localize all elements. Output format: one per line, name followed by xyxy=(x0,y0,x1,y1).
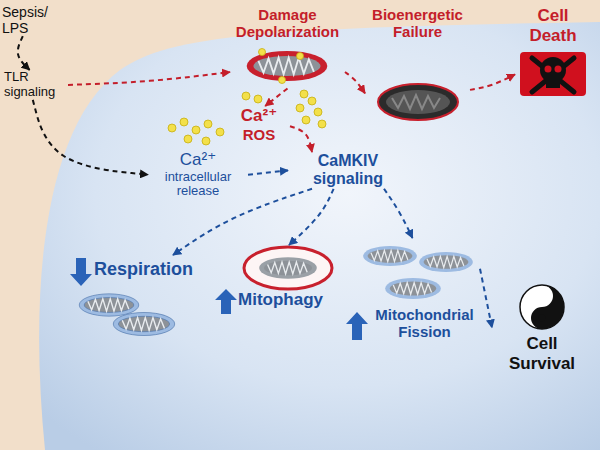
mitochondrion xyxy=(113,312,174,335)
mitochondrion xyxy=(385,278,441,299)
dashed-arrow xyxy=(33,100,148,175)
concept-label: Ca²⁺intracellular release xyxy=(148,150,248,199)
autophagosome xyxy=(244,247,332,289)
dashed-arrow xyxy=(345,72,365,93)
node-text: Bioenergetic Failure xyxy=(365,6,470,41)
node-text: Mitophagy xyxy=(238,290,339,310)
concept-label: Ca²⁺ROS xyxy=(228,106,290,143)
concept-label: CaMKIV signaling xyxy=(288,152,408,189)
node-text: Mitochondrial Fission xyxy=(369,306,480,341)
mitochondrion xyxy=(79,294,139,316)
concept-label: TLR signaling xyxy=(4,70,68,100)
dashed-arrow xyxy=(173,189,312,255)
dashed-arrow xyxy=(289,189,334,245)
node-text: Cell Survival xyxy=(492,334,592,373)
dashed-arrow xyxy=(290,126,312,152)
dashed-arrow xyxy=(384,189,413,238)
node-text: Ca²⁺ xyxy=(228,106,290,126)
dashed-arrow xyxy=(68,72,230,85)
node-text: TLR signaling xyxy=(4,70,68,100)
cell-body xyxy=(39,22,600,450)
calcium-dots xyxy=(168,118,224,145)
concept-label: Bioenergetic Failure xyxy=(365,6,470,123)
concept-label: Cell Survival xyxy=(492,282,592,373)
node-text: CaMKIV signaling xyxy=(288,152,408,189)
up-arrow xyxy=(215,289,237,314)
dashed-arrow xyxy=(248,170,288,174)
yin-yang-symbol xyxy=(520,285,564,329)
dashed-arrow xyxy=(18,36,30,70)
up-arrow xyxy=(346,312,368,340)
concept-label: Mitochondrial Fission xyxy=(345,238,480,341)
dashed-arrow xyxy=(480,269,492,328)
dashed-arrow xyxy=(470,74,515,90)
skull-symbol xyxy=(520,52,586,96)
dashed-arrow xyxy=(265,89,287,107)
down-arrow xyxy=(70,258,92,286)
node-text: Sepsis/ LPS xyxy=(2,4,54,36)
node-text: intracellular release xyxy=(148,170,248,200)
node-text: Damage Depolarization xyxy=(230,6,345,41)
node-text: Cell Death xyxy=(515,6,591,45)
node-text: Respiration xyxy=(94,259,208,280)
failed-mitochondrion xyxy=(378,84,458,120)
mitochondrion xyxy=(419,252,473,272)
concept-label: Cell Death xyxy=(515,6,591,97)
mitochondrion xyxy=(363,246,417,266)
concept-label: Damage Depolarization xyxy=(230,6,345,89)
concept-label: Mitophagy xyxy=(214,245,339,310)
damaged-mitochondrion xyxy=(247,51,328,81)
node-text: Ca²⁺ xyxy=(148,150,248,170)
concept-label: Respiration xyxy=(68,255,208,338)
node-text: ROS xyxy=(228,126,290,143)
concept-label: Sepsis/ LPS xyxy=(2,4,54,36)
